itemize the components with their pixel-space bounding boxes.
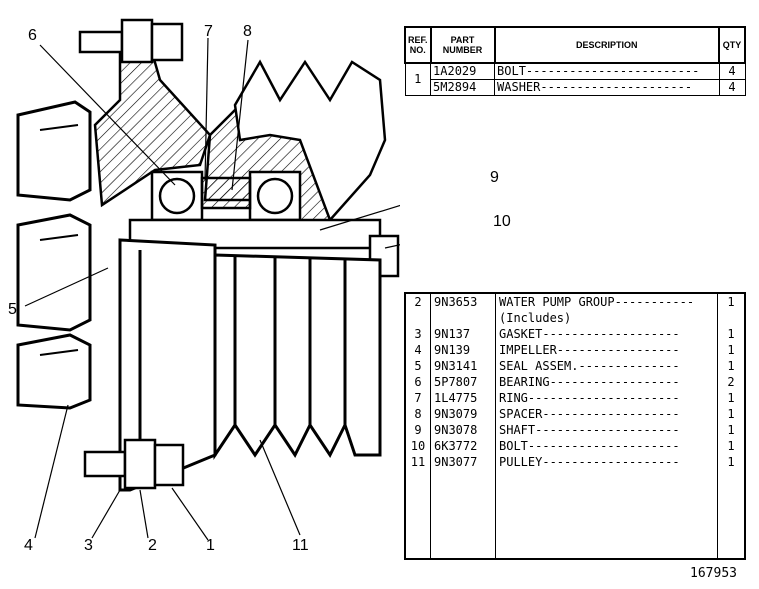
part-number-cell [430,310,496,326]
callout-3: 3 [84,537,93,554]
callout-10: 10 [493,213,511,230]
ref-cell: 8 [404,406,431,422]
qty-cell: 1 [717,406,746,422]
qty-cell: 1 [717,358,746,374]
description-cell: SHAFT-------------------- [495,422,718,438]
qty-cell: 4 [718,62,746,80]
part-number-cell: 1L4775 [430,390,496,406]
callout-1: 1 [206,537,215,554]
qty-cell [717,310,746,326]
qty-cell: 1 [717,326,746,342]
bolt-bottom [83,438,185,490]
qty-cell: 1 [717,293,746,310]
pulley-top-grooves [233,59,387,223]
part-number-cell: 6K3772 [430,438,496,454]
empty-cell [495,470,718,559]
callout-5: 5 [8,301,17,318]
bolt-washer-table: REF. NO. PART NUMBER DESCRIPTION QTY 1 1… [404,26,746,96]
ref-cell: 1 [404,62,432,96]
description-cell: SEAL ASSEM.-------------- [495,358,718,374]
qty-cell: 2 [717,374,746,390]
water-pump-cross-section-diagram [16,18,400,541]
pulley-body [213,253,382,460]
qty-cell: 4 [718,79,746,96]
qty-cell: 1 [717,438,746,454]
description-cell: (Includes) [495,310,718,326]
callout-7: 7 [204,23,213,40]
qty-cell: 1 [717,390,746,406]
part-number-cell: 9N3079 [430,406,496,422]
part-number-cell: 9N3078 [430,422,496,438]
qty-header: QTY [718,26,746,64]
part-number-cell: 9N139 [430,342,496,358]
description-header: DESCRIPTION [493,26,721,64]
callout-9: 9 [490,169,499,186]
description-cell: BOLT------------------------ [494,62,720,80]
description-cell: IMPELLER----------------- [495,342,718,358]
part-number-header: PART NUMBER [429,26,496,64]
qty-cell: 1 [717,342,746,358]
description-cell: WATER PUMP GROUP----------- [495,293,718,310]
ref-cell: 10 [404,438,431,454]
part-number-cell: 5P7807 [430,374,496,390]
ref-cell [404,310,431,326]
description-cell: RING--------------------- [495,390,718,406]
ref-cell: 4 [404,342,431,358]
impeller-shape [16,100,92,410]
table-row: 1 1A2029 BOLT------------------------ 4 [404,62,746,96]
ref-cell: 11 [404,454,431,470]
callout-11: 11 [292,537,309,554]
table-filler-row [404,470,746,559]
ref-no-header: REF. NO. [404,26,432,64]
bearing-assembly [150,170,302,222]
qty-cell: 1 [717,422,746,438]
ref-cell: 3 [404,326,431,342]
part-number-cell: 9N3077 [430,454,496,470]
part-number-cell: 9N3141 [430,358,496,374]
part-number-cell: 9N3653 [430,293,496,310]
part-number-cell: 5M2894 [430,79,496,96]
ref-cell: 9 [404,422,431,438]
bolt-top [78,18,184,64]
description-cell: GASKET------------------- [495,326,718,342]
description-cell: SPACER------------------- [495,406,718,422]
callout-6: 6 [28,27,37,44]
empty-cell [430,470,496,559]
table-row: (Includes) [404,310,746,326]
table-header-row: REF. NO. PART NUMBER DESCRIPTION QTY [404,26,746,64]
ref-cell: 2 [404,293,431,310]
part-number-cell: 1A2029 [430,62,496,80]
description-cell: WASHER--------------------- [494,79,720,96]
illustration-number: 167953 [690,566,737,581]
ref-cell: 7 [404,390,431,406]
callout-8: 8 [243,23,252,40]
ref-cell: 6 [404,374,431,390]
empty-cell [717,470,746,559]
qty-cell: 1 [717,454,746,470]
empty-cell [404,470,431,559]
part-number-cell: 9N137 [430,326,496,342]
table-row: 5M2894 WASHER--------------------- 4 [405,79,746,96]
callout-2: 2 [148,537,157,554]
callout-leader-lines [24,37,400,541]
description-cell: BEARING------------------ [495,374,718,390]
callout-4: 4 [24,537,33,554]
description-cell: PULLEY------------------- [495,454,718,470]
ref-cell: 5 [404,358,431,374]
description-cell: BOLT--------------------- [495,438,718,454]
